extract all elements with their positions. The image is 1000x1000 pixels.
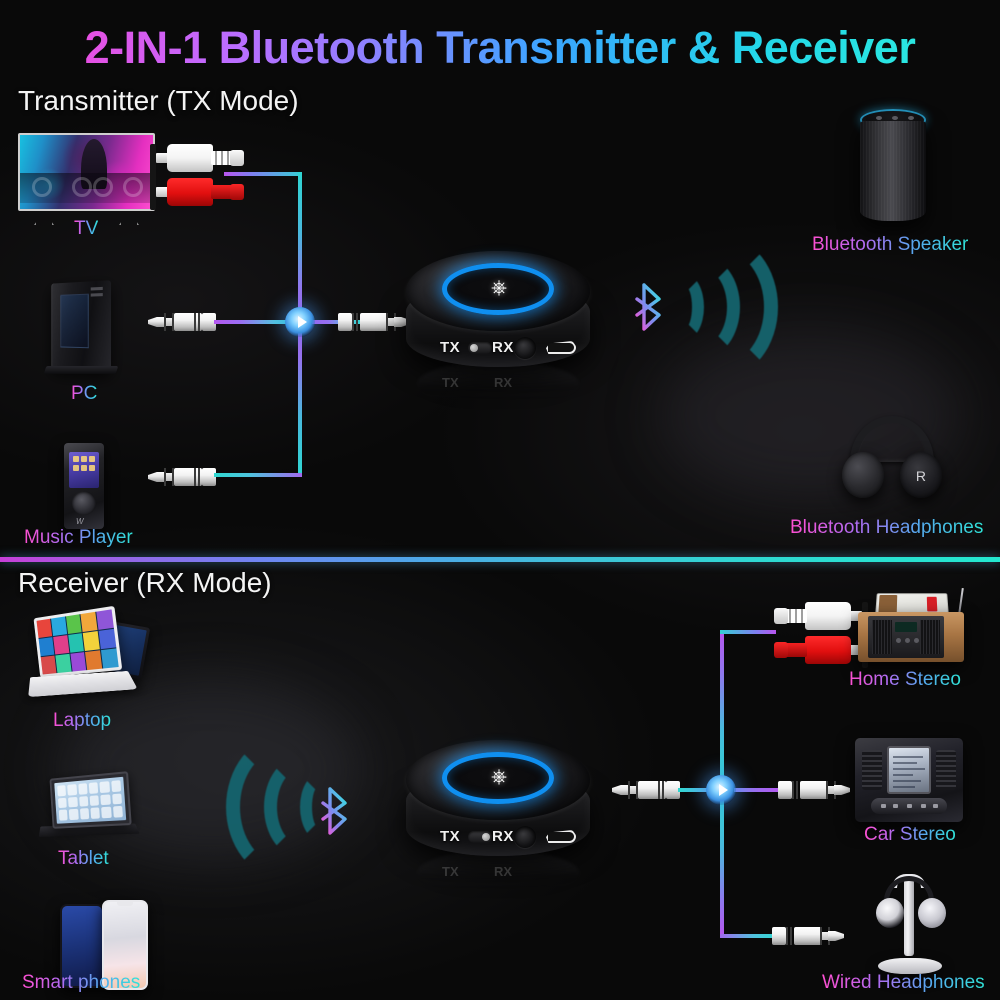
- tv-icon: [18, 133, 155, 225]
- bluetooth-adapter-device-tx[interactable]: ⎈ TX RX TX RX: [398, 249, 598, 409]
- device-reflection-tx-rx: TX: [442, 864, 459, 879]
- label-music-player: Music Player: [24, 527, 133, 548]
- bluetooth-headphones-icon: R: [840, 414, 944, 506]
- section-divider: [0, 557, 1000, 562]
- tx-section-header: Transmitter (TX Mode): [18, 85, 299, 116]
- cable-junction-tx: [285, 307, 315, 337]
- smart-speaker-icon: [852, 107, 936, 229]
- bluetooth-waves-tx: [658, 222, 828, 392]
- wire-bus-vertical-bottom-rx: [720, 788, 724, 938]
- label-home-stereo: Home Stereo: [849, 669, 961, 690]
- device-reflection-tx: TX: [442, 375, 459, 390]
- wire-pc-to-junction: [214, 320, 302, 324]
- label-bluetooth-headphones: Bluetooth Headphones: [790, 517, 984, 538]
- laptop-icon: [28, 605, 151, 716]
- device-label-rx-rx-mode: RX: [492, 828, 514, 845]
- car-dashboard-icon: [855, 738, 963, 822]
- wire-bus-to-home-stereo: [720, 630, 776, 634]
- power-button-icon-rx[interactable]: ⎈: [491, 766, 507, 788]
- bluetooth-icon-tx: [632, 282, 666, 332]
- device-reflection-rx-rx: RX: [494, 864, 513, 879]
- wire-music-player-to-bus: [214, 473, 302, 477]
- label-smart-phones: Smart phones: [22, 972, 141, 993]
- wire-device-to-junction-rx: [678, 788, 724, 792]
- led-ring-indicator: [442, 263, 554, 315]
- label-bluetooth-speaker: Bluetooth Speaker: [812, 234, 969, 255]
- aux-jack-device-rx: [612, 780, 684, 800]
- rca-pair-tv: [150, 140, 246, 214]
- wire-bus-vertical-top: [298, 172, 302, 324]
- wire-bus-vertical-bottom: [298, 320, 302, 476]
- wire-tv-to-bus: [224, 172, 302, 176]
- rx-section-header: Receiver (RX Mode): [18, 567, 272, 598]
- bluetooth-waves-rx: [188, 722, 358, 892]
- aux-jack-device-tx: [338, 312, 410, 332]
- aux-jack-pc: [148, 312, 220, 332]
- bluetooth-icon-rx: [318, 786, 352, 836]
- tx-rx-mode-switch-rx[interactable]: [468, 831, 492, 843]
- led-ring-indicator-rx: [442, 752, 554, 804]
- label-car-stereo: Car Stereo: [864, 824, 956, 845]
- label-tv: TV: [74, 218, 99, 239]
- power-button-icon[interactable]: ⎈: [491, 277, 507, 299]
- device-reflection-rx: RX: [494, 375, 513, 390]
- wire-bus-to-wired-headphones: [720, 934, 778, 938]
- device-label-tx: TX: [440, 339, 461, 356]
- wire-junction-to-car-stereo: [734, 788, 780, 792]
- rca-pair-home-stereo: [772, 598, 868, 672]
- label-wired-headphones: Wired Headphones: [822, 972, 985, 993]
- label-tablet: Tablet: [58, 848, 109, 869]
- aux-jack-music-player: [148, 467, 220, 487]
- page-title: 2-IN-1 Bluetooth Transmitter & Receiver: [0, 22, 1000, 74]
- device-label-rx: RX: [492, 339, 514, 356]
- label-pc: PC: [71, 383, 98, 404]
- wired-headphones-stand-icon: [862, 872, 958, 976]
- device-label-tx-rx-mode: TX: [440, 828, 461, 845]
- aux-jack-wired-headphones: [772, 926, 844, 946]
- wire-bus-vertical-top-rx: [720, 630, 724, 788]
- mp3-player-icon: W: [64, 443, 104, 529]
- tablet-icon: [36, 771, 144, 847]
- cable-junction-rx: [706, 775, 736, 805]
- bluetooth-adapter-device-rx[interactable]: ⎈ TX RX TX RX: [398, 738, 598, 898]
- home-stereo-icon: [858, 587, 966, 668]
- aux-jack-car-stereo: [778, 780, 850, 800]
- smartphone-icon: [60, 900, 148, 992]
- tx-rx-mode-switch[interactable]: [468, 342, 492, 354]
- desktop-tower-icon: [43, 280, 123, 374]
- aux-3.5mm-port-rx[interactable]: [514, 826, 536, 848]
- aux-3.5mm-port[interactable]: [514, 337, 536, 359]
- label-laptop: Laptop: [53, 710, 112, 731]
